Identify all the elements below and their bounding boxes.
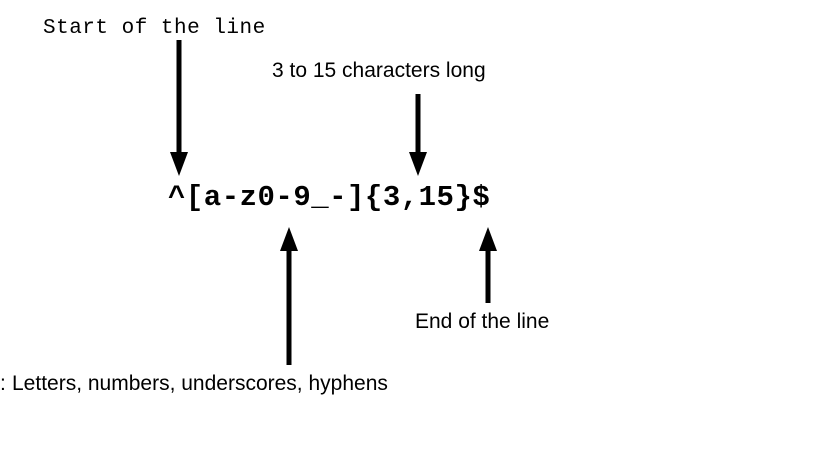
label-allowed-characters: Letters, numbers, underscores, hyphens <box>12 372 388 395</box>
label-length-range: 3 to 15 characters long <box>272 59 486 82</box>
regex-pattern: ^[a-z0-9_-]{3,15}$ <box>168 181 491 214</box>
left-edge-fragment: : <box>0 373 6 394</box>
label-start-of-line: Start of the line <box>43 17 266 40</box>
label-end-of-line: End of the line <box>415 310 550 333</box>
